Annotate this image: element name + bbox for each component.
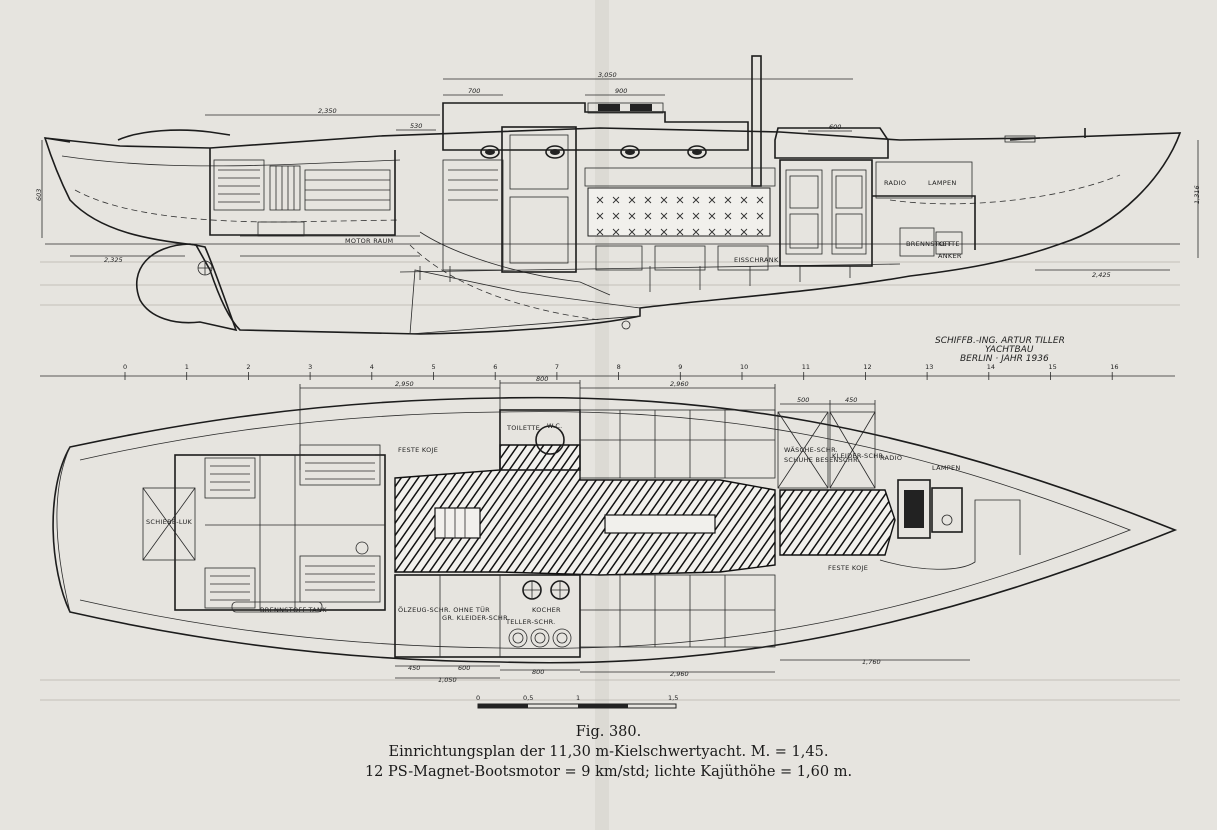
portholes (480, 145, 707, 159)
plan-view: 2,950 800 2,960 500 450 (52, 375, 1178, 684)
plan-dim-450: 450 (845, 396, 857, 404)
station-tick-label: 2 (246, 363, 250, 371)
station-tick-label: 0 (123, 363, 127, 371)
dimension-603: 603 (35, 189, 43, 201)
label-oelzeug: ÖLZEUG-SCHR. OHNE TÜR (398, 605, 490, 614)
scale-tick-1: 1 (576, 694, 580, 702)
plan-dim-1050-bottom: 1,050 (438, 676, 457, 684)
dimension-900: 900 (615, 87, 627, 95)
station-tick-label: 13 (925, 363, 933, 371)
label-gr-kleider: GR. KLEIDER-SCHR. (442, 614, 510, 622)
label-brennstoff-tank: BRENNSTOFF-TANK (260, 606, 327, 614)
deckhouse (442, 102, 749, 151)
figure-number: Fig. 380. (575, 724, 642, 740)
dimension-530: 530 (410, 122, 422, 130)
forward-cabin-floor (779, 489, 896, 556)
station-tick-label: 15 (1049, 363, 1057, 371)
label-schiebe-luk: SCHIEBE-LUK (146, 518, 193, 526)
plan-dim-800-bottom: 800 (532, 668, 544, 676)
dimension-1316: 1,316 (1193, 185, 1201, 204)
scale-bar: 0 0,5 1 1,5 (476, 694, 678, 709)
label-lampen-plan: LAMPEN (932, 464, 961, 472)
hull-plan (52, 396, 1178, 664)
label-kocher: KOCHER (532, 606, 561, 614)
dimension-3050: 3,050 (598, 71, 617, 79)
dimension-600: 600 (829, 123, 841, 131)
designer-signature: SCHIFFB.-ING. ARTUR TILLER YACHTBAU BERL… (935, 336, 1065, 364)
plan-dim-2960: 2,960 (670, 380, 689, 388)
label-lampen-profile: LAMPEN (928, 179, 957, 187)
station-tick-label: 14 (987, 363, 995, 371)
plan-dim-600-bottom: 600 (458, 664, 470, 672)
companionway-door (501, 126, 577, 273)
dimension-2325: 2,325 (104, 256, 123, 264)
rudder (135, 243, 238, 332)
plan-dim-500: 500 (797, 396, 809, 404)
scale-tick-0: 0 (476, 694, 480, 702)
label-radio-profile: RADIO (884, 179, 906, 187)
station-tick-label: 4 (370, 363, 374, 371)
label-teller: TELLER-SCHR. (505, 618, 556, 626)
label-kleider-right: KLEIDER-SCHR. (832, 452, 885, 460)
label-feste-koje-right: FESTE KOJE (828, 564, 868, 572)
caption-title: Einrichtungsplan der 11,30 m-Kielschwert… (388, 744, 829, 760)
station-tick-label: 6 (493, 363, 497, 371)
profile-view: 3,050 700 900 2,350 530 600 603 1,316 2,… (35, 55, 1201, 335)
scale-tick-1-5: 1,5 (668, 694, 678, 702)
station-tick-label: 8 (617, 363, 621, 371)
label-wc: W.C. (547, 422, 563, 430)
dimension-700: 700 (468, 87, 480, 95)
station-tick-label: 16 (1110, 363, 1118, 371)
dimension-2350: 2,350 (318, 107, 337, 115)
stove-burners (522, 580, 570, 600)
label-toilette: TOILETTE (506, 424, 540, 432)
label-anker: ANKER (938, 252, 962, 260)
dimension-2425: 2,425 (1092, 271, 1111, 279)
caption-specs: 12 PS-Magnet-Bootsmotor = 9 km/std; lich… (364, 764, 853, 780)
faint-reference-lines (40, 261, 1180, 701)
label-kette: KETTE (938, 240, 960, 248)
plan-dim-1760-bottom: 1,760 (862, 658, 881, 666)
svg-text:YACHTBAU: YACHTBAU (985, 345, 1034, 355)
label-schuhe: SCHUHE BESENSCHR. (784, 456, 860, 464)
scale-tick-0-5: 0,5 (523, 694, 533, 702)
svg-text:BERLIN · JAHR 1936: BERLIN · JAHR 1936 (960, 354, 1049, 364)
station-tick-label: 11 (802, 363, 810, 371)
plan-dim-2950: 2,950 (395, 380, 414, 388)
label-brennstoff-profile: BRENNSTOFF (906, 240, 953, 248)
station-tick-label: 12 (863, 363, 871, 371)
station-tick-label: 5 (432, 363, 436, 371)
plate-rack (508, 628, 572, 648)
label-waesche: WÄSCHE-SCHR. (784, 445, 838, 454)
figure-caption: Fig. 380. Einrichtungsplan der 11,30 m-K… (0, 722, 1217, 782)
station-tick-label: 3 (308, 363, 312, 371)
label-motor-raum: MOTOR RAUM (345, 237, 393, 245)
plan-dim-2960-bottom: 2,960 (670, 670, 689, 678)
label-feste-koje-left: FESTE KOJE (398, 446, 438, 454)
label-eisschrank: EISSCHRANK (734, 256, 779, 264)
svg-text:SCHIFFB.-ING. ARTUR TILLER: SCHIFFB.-ING. ARTUR TILLER (935, 336, 1065, 346)
plan-dim-800: 800 (536, 375, 548, 383)
station-tick-label: 7 (555, 363, 559, 371)
station-tick-label: 10 (740, 363, 748, 371)
label-radio-plan: RADIO (880, 454, 902, 462)
station-tick-label: 9 (678, 363, 682, 371)
station-tick-label: 1 (185, 363, 189, 371)
plan-dim-450-bottom: 450 (408, 664, 420, 672)
